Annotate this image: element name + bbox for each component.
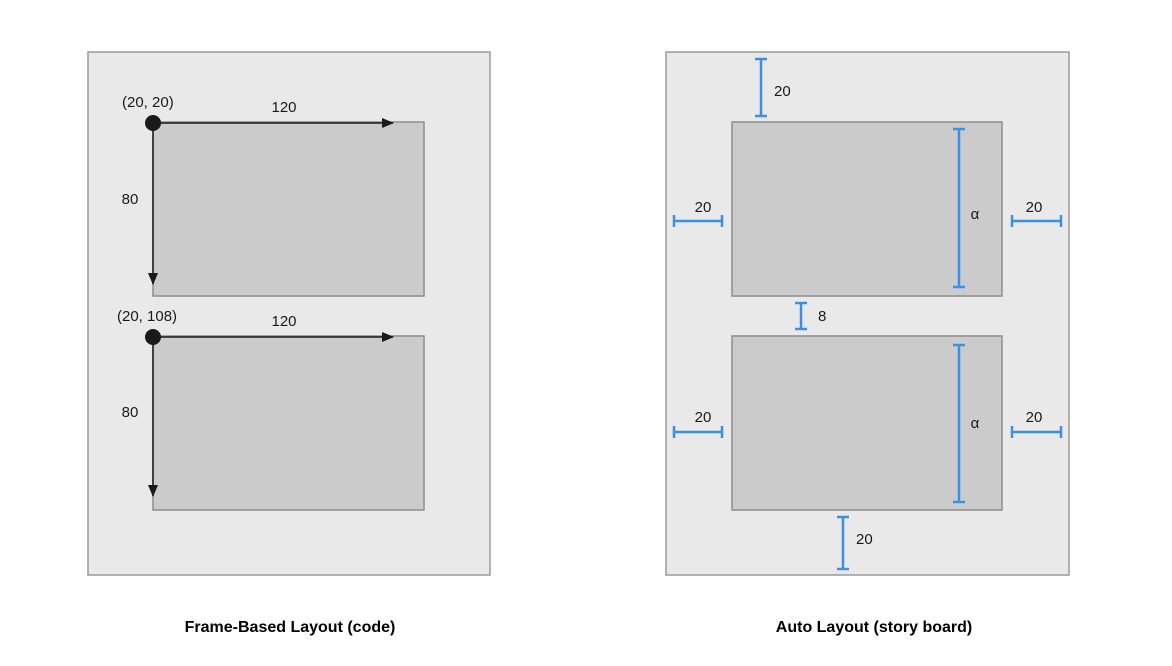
auto-layout-panel-group: 20 α 20 20 8: [665, 51, 1070, 636]
frame-bottom-width-label: 120: [271, 313, 296, 330]
auto-top-view: [731, 121, 1003, 297]
auto-bottom-height-constraint: [953, 343, 965, 504]
auto-bottom-right-margin-constraint: [1010, 426, 1063, 438]
auto-top-margin-constraint: [755, 57, 767, 118]
frame-bottom-origin-label: (20, 108): [117, 308, 177, 325]
auto-bottom-margin-constraint: [837, 515, 849, 571]
auto-top-right-margin-label: 20: [1026, 199, 1043, 216]
auto-bottom-margin-label: 20: [856, 531, 873, 548]
auto-spacing-label: 8: [818, 308, 826, 325]
frame-bottom-view: [152, 335, 425, 511]
frame-based-caption: Frame-Based Layout (code): [185, 619, 396, 636]
auto-top-left-margin-constraint: [672, 215, 724, 227]
auto-top-margin-label: 20: [774, 83, 791, 100]
frame-based-panel-group: (20, 20) 120 80 (20, 108) 120 80 Frame-B…: [87, 51, 491, 636]
frame-top-width-label: 120: [271, 99, 296, 116]
frame-bottom-height-label: 80: [122, 404, 139, 421]
frame-top-view: [152, 121, 425, 297]
frame-top-height-label: 80: [122, 191, 139, 208]
auto-bottom-height-label: α: [971, 415, 980, 432]
frame-top-origin-dot: [145, 115, 161, 131]
auto-bottom-left-margin-label: 20: [695, 409, 712, 426]
auto-bottom-right-margin-label: 20: [1026, 409, 1043, 426]
auto-top-left-margin-label: 20: [695, 199, 712, 216]
auto-layout-caption: Auto Layout (story board): [776, 619, 972, 636]
frame-bottom-origin-dot: [145, 329, 161, 345]
frame-top-origin-label: (20, 20): [122, 94, 174, 111]
auto-bottom-view: [731, 335, 1003, 511]
auto-spacing-constraint: [795, 301, 807, 331]
auto-top-height-constraint: [953, 127, 965, 289]
auto-top-right-margin-constraint: [1010, 215, 1063, 227]
auto-top-height-label: α: [971, 206, 980, 223]
auto-bottom-left-margin-constraint: [672, 426, 724, 438]
